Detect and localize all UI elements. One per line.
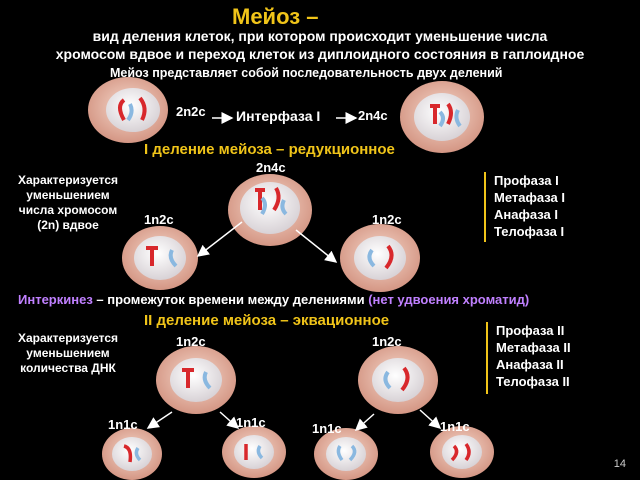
- label-1n1c-1: 1n1c: [108, 417, 138, 432]
- cell-final-1: [102, 428, 162, 480]
- label-1n1c-4: 1n1c: [440, 419, 470, 434]
- interkinesis-line: Интеркинез – промежуток времени между де…: [18, 292, 530, 307]
- definition-line-3: Мейоз представляет собой последовательно…: [110, 66, 503, 80]
- page-title: Мейоз –: [232, 4, 319, 29]
- division1-title: I деление мейоза – редукционное: [144, 141, 395, 158]
- phase-bracket-1: [484, 172, 486, 242]
- label-2n4c-top: 2n4c: [358, 108, 388, 123]
- interphase-label: Интерфаза I: [236, 108, 321, 124]
- cell-prophase: [228, 174, 312, 246]
- label-1n1c-2: 1n1c: [236, 415, 266, 430]
- label-1n2c-div2-right: 1n2c: [372, 334, 402, 349]
- division1-side-text: Характеризуется уменьшением числа хромос…: [17, 173, 119, 232]
- cell-final-3: [314, 428, 378, 480]
- cell-interphase-start: [88, 77, 168, 143]
- definition-line-2: хромосом вдвое и переход клеток из дипло…: [55, 46, 585, 62]
- label-1n2c-div2-left: 1n2c: [176, 334, 206, 349]
- label-1n2c-div1-right: 1n2c: [372, 212, 402, 227]
- cell-div2-left: [156, 346, 236, 414]
- page-number: 14: [613, 458, 626, 470]
- label-1n1c-3: 1n1c: [312, 421, 342, 436]
- phase-bracket-2: [486, 322, 488, 394]
- cell-div1-right: [340, 224, 420, 292]
- cell-div1-left: [122, 226, 198, 290]
- arrows: [146, 112, 442, 431]
- division1-phases: Профаза I Метафаза I Анафаза I Телофаза …: [494, 173, 565, 239]
- cell-interphase-end: [400, 81, 484, 153]
- cell-final-4: [430, 426, 494, 478]
- definition-line-1: вид деления клеток, при котором происход…: [92, 28, 548, 44]
- cell-div2-right: [358, 346, 438, 414]
- division2-phases: Профаза II Метафаза II Анафаза II Телофа…: [496, 323, 571, 389]
- division2-title: II деление мейоза – эквационное: [144, 312, 390, 329]
- cell-final-2: [222, 426, 286, 478]
- label-2n4c-center: 2n4c: [256, 160, 286, 175]
- label-1n2c-div1-left: 1n2c: [144, 212, 174, 227]
- label-2n2c: 2n2c: [176, 104, 206, 119]
- division2-side-text: Характеризуется уменьшением количества Д…: [17, 331, 119, 375]
